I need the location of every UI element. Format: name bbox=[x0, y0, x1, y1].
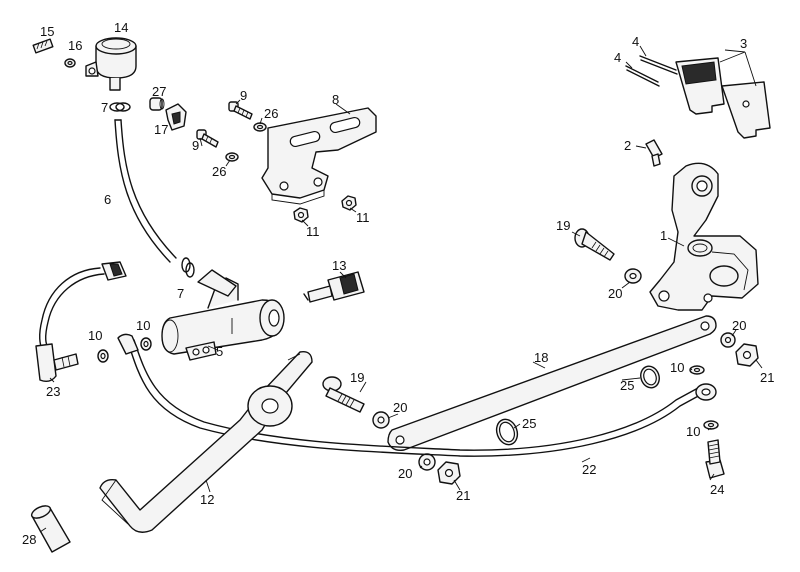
callout-13: 13 bbox=[332, 258, 346, 273]
part-10-washer-b bbox=[140, 337, 152, 351]
part-8-mounting-bracket bbox=[261, 107, 377, 205]
part-21-nut-right bbox=[735, 343, 759, 367]
part-10-washer-c bbox=[689, 365, 705, 375]
callout-9b: 9 bbox=[192, 138, 199, 153]
part-3-brake-pads bbox=[675, 57, 771, 139]
callout-4b: 4 bbox=[614, 50, 621, 65]
part-28-pedal-rubber bbox=[30, 505, 71, 553]
part-17-bracket-clip bbox=[165, 103, 187, 131]
callout-26a: 26 bbox=[264, 106, 278, 121]
part-7-hose-clip-lower bbox=[181, 257, 195, 278]
part-19-bolt-caliper bbox=[574, 228, 615, 261]
part-25-clamp-lower bbox=[495, 418, 519, 446]
callout-25b: 25 bbox=[522, 416, 536, 431]
part-20-washer-rod-right bbox=[720, 332, 736, 348]
callout-19b: 19 bbox=[350, 370, 364, 385]
part-2-bleed-screw bbox=[645, 139, 663, 167]
callout-3: 3 bbox=[740, 36, 747, 51]
callout-labels: 1 2 3 4 4 5 6 7 7 8 9 9 10 10 10 10 11 1… bbox=[22, 20, 774, 547]
callout-17: 17 bbox=[154, 122, 168, 137]
callout-24: 24 bbox=[710, 482, 724, 497]
part-24-banjo-bolt bbox=[705, 439, 725, 479]
callout-14: 14 bbox=[114, 20, 128, 35]
part-9-bolt-lower bbox=[196, 129, 219, 148]
part-25-clamp-upper bbox=[640, 365, 660, 389]
part-27-bushing bbox=[149, 97, 165, 111]
callout-28: 28 bbox=[22, 532, 36, 547]
callout-20d: 20 bbox=[732, 318, 746, 333]
part-26-washer-upper bbox=[253, 122, 267, 132]
part-14-fluid-reservoir bbox=[85, 37, 137, 91]
part-7-hose-clip-top bbox=[109, 102, 131, 112]
callout-10c: 10 bbox=[670, 360, 684, 375]
callout-25a: 25 bbox=[620, 378, 634, 393]
callout-22: 22 bbox=[582, 462, 596, 477]
part-11-nut-right bbox=[341, 195, 357, 211]
part-20-washer-rod-left bbox=[418, 453, 436, 471]
callout-15: 15 bbox=[40, 24, 54, 39]
callout-27: 27 bbox=[152, 84, 166, 99]
callout-2: 2 bbox=[624, 138, 631, 153]
part-10-washer-a bbox=[97, 349, 109, 363]
callout-6: 6 bbox=[104, 192, 111, 207]
part-10-washer-d bbox=[703, 420, 719, 430]
part-16-washer bbox=[64, 58, 76, 68]
part-12-brake-pedal bbox=[99, 351, 313, 533]
callout-19a: 19 bbox=[556, 218, 570, 233]
callout-20b: 20 bbox=[393, 400, 407, 415]
part-4-pad-pins bbox=[625, 55, 678, 87]
part-18-torque-rod bbox=[387, 315, 717, 452]
callout-21a: 21 bbox=[760, 370, 774, 385]
part-11-nut-left bbox=[293, 207, 309, 223]
callout-10b: 10 bbox=[136, 318, 150, 333]
callout-10d: 10 bbox=[686, 424, 700, 439]
part-20-washer-lever bbox=[372, 411, 390, 429]
callout-1: 1 bbox=[660, 228, 667, 243]
callout-11a: 11 bbox=[306, 224, 320, 239]
part-22-rear-brake-hose bbox=[117, 333, 717, 457]
callout-5: 5 bbox=[216, 344, 223, 359]
callout-9a: 9 bbox=[240, 88, 247, 103]
part-6-brake-hose bbox=[114, 119, 177, 263]
callout-8: 8 bbox=[332, 92, 339, 107]
callout-18: 18 bbox=[534, 350, 548, 365]
part-15-screw bbox=[32, 38, 54, 54]
callout-23: 23 bbox=[46, 384, 60, 399]
part-26-washer-lower bbox=[225, 152, 239, 162]
callout-26b: 26 bbox=[212, 164, 226, 179]
leader-lines bbox=[39, 45, 763, 533]
callout-21b: 21 bbox=[456, 488, 470, 503]
part-21-nut-left bbox=[437, 461, 461, 485]
callout-20c: 20 bbox=[398, 466, 412, 481]
callout-20a: 20 bbox=[608, 286, 622, 301]
part-19-bolt-lever bbox=[322, 376, 365, 413]
callout-7a: 7 bbox=[101, 100, 108, 115]
part-23-brake-switch-hose bbox=[35, 261, 127, 383]
callout-16: 16 bbox=[68, 38, 82, 53]
callout-7b: 7 bbox=[177, 286, 184, 301]
part-1-brake-caliper bbox=[649, 162, 759, 311]
callout-4a: 4 bbox=[632, 34, 639, 49]
part-5-master-cylinder bbox=[161, 269, 285, 361]
part-9-bolt-upper bbox=[228, 101, 253, 120]
part-20-washer-caliper bbox=[624, 268, 642, 284]
callout-12: 12 bbox=[200, 492, 214, 507]
callout-10a: 10 bbox=[88, 328, 102, 343]
callout-11b: 11 bbox=[356, 210, 370, 225]
part-13-brake-light-switch bbox=[303, 271, 365, 303]
